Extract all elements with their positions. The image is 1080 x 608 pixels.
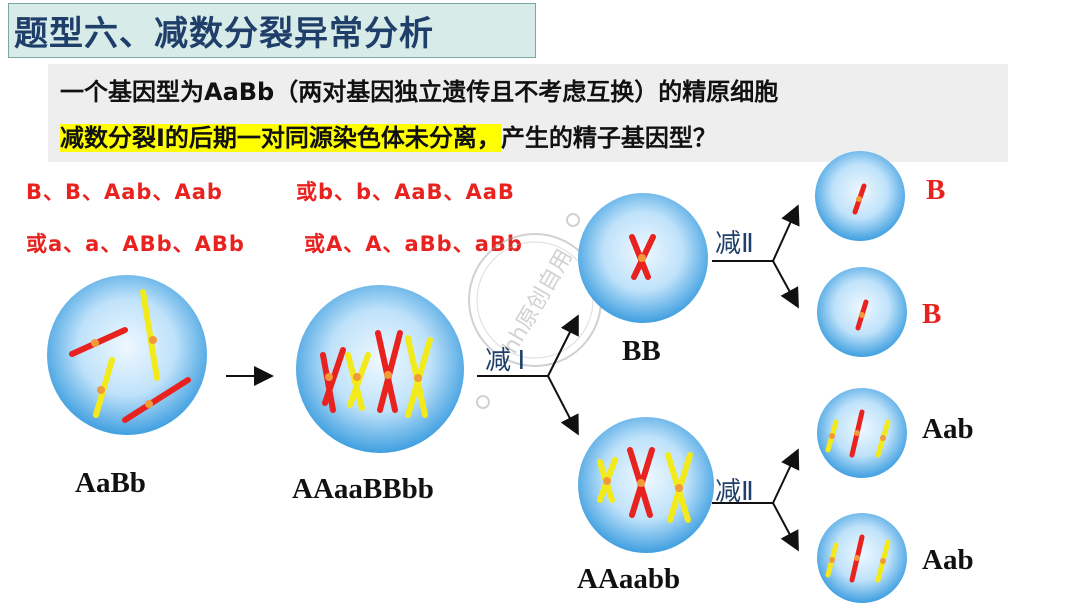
label-sperm-b-1: B	[926, 174, 945, 207]
sperm-cell-b-2	[817, 267, 907, 357]
label-cell-aaaabb: AAaabb	[577, 563, 680, 596]
sperm-cell-b-1	[815, 151, 905, 241]
cell-aaaabbbb	[296, 285, 464, 453]
label-cell-bb: BB	[622, 335, 661, 368]
label-cell-aabb: AaBb	[75, 467, 146, 500]
sperm-cell-aab-1	[817, 388, 907, 478]
stage-meiosis-1: 减 Ⅰ	[485, 340, 525, 377]
cell-aabb	[47, 275, 207, 435]
stage-meiosis-2-top: 减Ⅱ	[715, 223, 754, 260]
cell-bb	[578, 193, 708, 323]
label-sperm-b-2: B	[922, 298, 941, 331]
label-cell-aaaabbbb: AAaaBBbb	[292, 473, 434, 506]
label-sperm-aab-1: Aab	[922, 413, 974, 446]
label-sperm-aab-2: Aab	[922, 544, 974, 577]
sperm-cell-aab-2	[817, 513, 907, 603]
cell-aaaabb	[578, 417, 714, 553]
stage-meiosis-2-bottom: 减Ⅱ	[715, 471, 754, 508]
